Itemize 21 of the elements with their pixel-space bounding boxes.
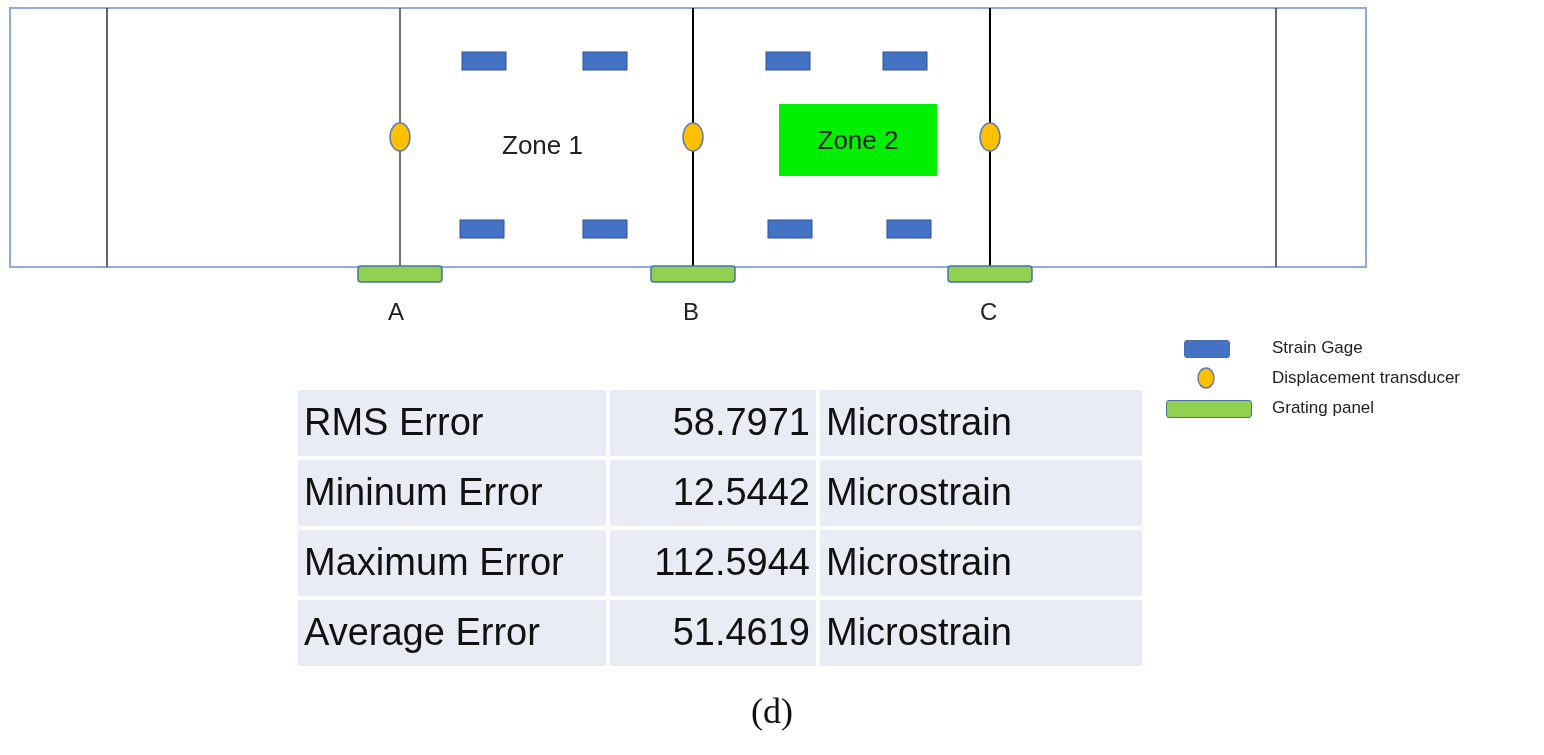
legend-label: Grating panel <box>1272 398 1375 418</box>
caption: (d) <box>750 690 794 732</box>
value-cell: 51.4619 <box>610 600 816 666</box>
unit-cell: Microstrain <box>820 600 1142 666</box>
row-header: RMS Error <box>298 390 606 456</box>
unit-cell: Microstrain <box>820 530 1142 596</box>
support-label: C <box>980 298 998 326</box>
row-header: Average Error <box>298 600 606 666</box>
row-header: Maximum Error <box>298 530 606 596</box>
row-header: Mininum Error <box>298 460 606 526</box>
unit-cell: Microstrain <box>820 390 1142 456</box>
support-label: A <box>388 298 404 326</box>
zone-box: Zone 2 <box>779 104 937 176</box>
zone-label: Zone 1 <box>502 130 583 161</box>
value-cell: 112.5944 <box>610 530 816 596</box>
unit-cell: Microstrain <box>820 460 1142 526</box>
legend-label: Strain Gage <box>1272 338 1363 358</box>
value-cell: 58.7971 <box>610 390 816 456</box>
value-cell: 12.5442 <box>610 460 816 526</box>
support-label: B <box>683 298 699 326</box>
legend-label: Displacement transducer <box>1272 368 1461 388</box>
